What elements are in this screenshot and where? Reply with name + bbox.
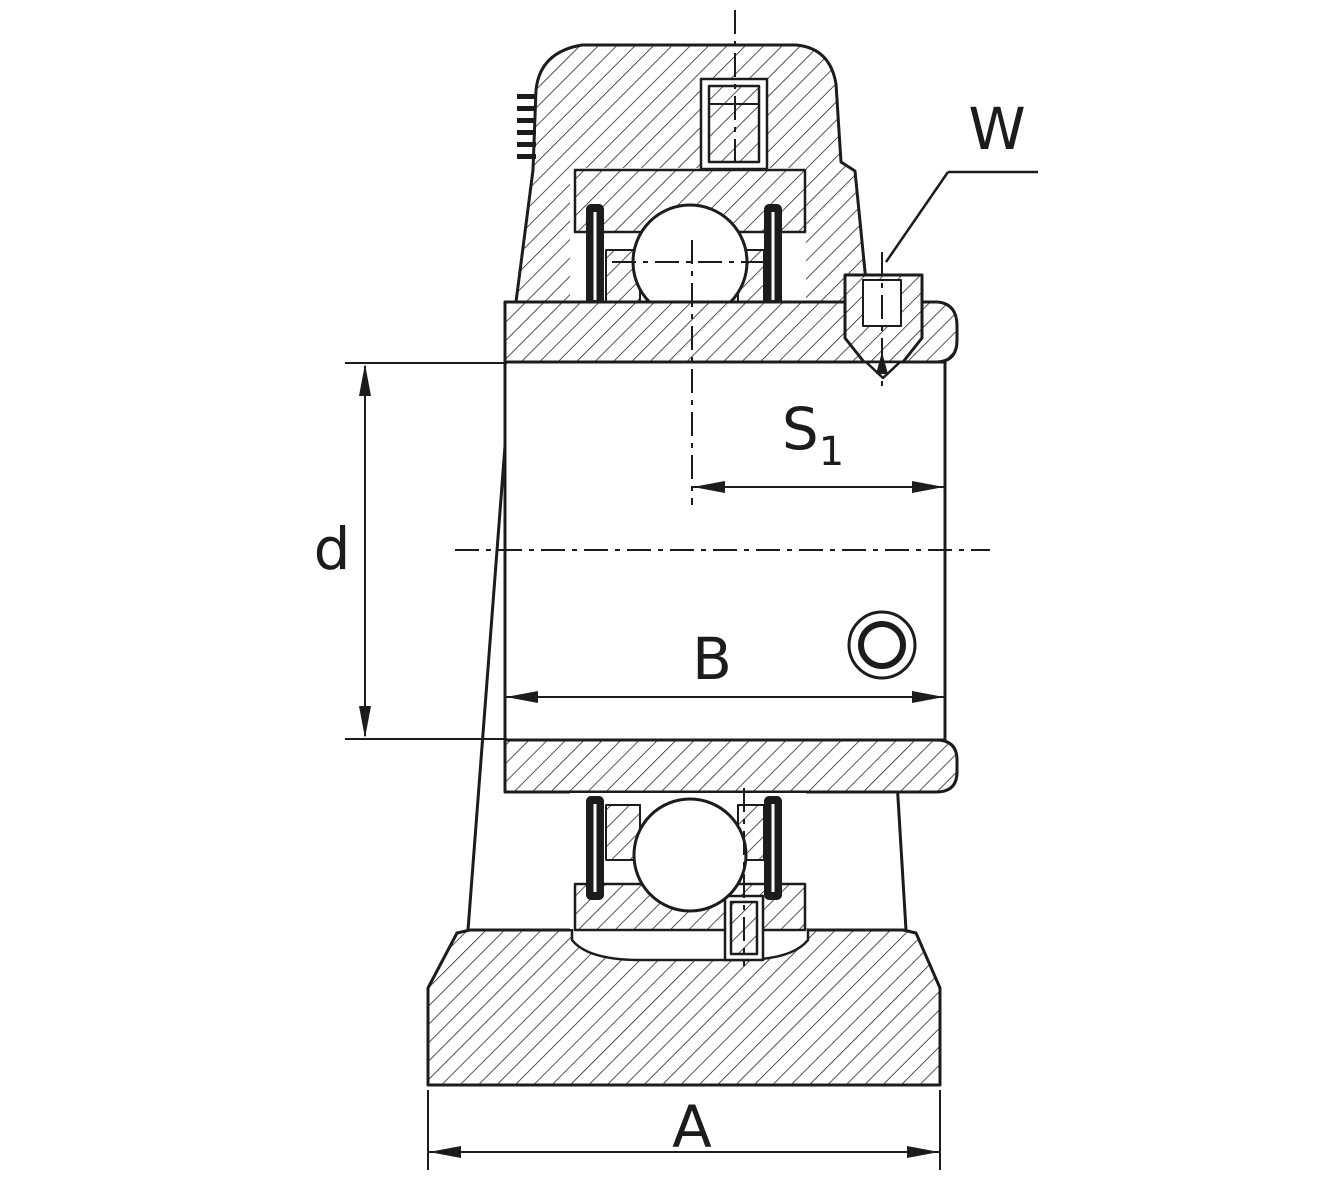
bottom-flange-band [503, 738, 959, 794]
dim-b-arrow-left [506, 691, 538, 703]
dim-a-arrow-left [429, 1146, 461, 1158]
dimension-b [506, 691, 944, 703]
dimension-a [427, 1090, 941, 1170]
bearing-seat-cavity-edge [570, 929, 810, 962]
dim-d-arrow-up [359, 364, 371, 396]
bottom-ball [632, 797, 748, 913]
dimension-s1 [693, 481, 944, 493]
dim-s1-arrow-right [912, 481, 944, 493]
grub-screw-section [843, 273, 924, 380]
w-leader-diagonal [884, 171, 950, 263]
bottom-bearing-section [570, 793, 807, 962]
dim-label-s1-subscript: 1 [818, 429, 845, 475]
label-w-leader [876, 170, 1038, 374]
dim-label-w: W [968, 95, 1026, 163]
grease-fitting-knurl [517, 94, 536, 159]
dim-s1-arrow-left [693, 481, 725, 493]
housing-base-section [426, 928, 942, 1087]
centerlines [455, 10, 990, 966]
dim-label-b: B [692, 625, 732, 693]
dim-d-arrow-down [359, 706, 371, 738]
dim-label-d: d [313, 515, 351, 583]
grub-screw-axis-arrow [876, 352, 888, 374]
dimension-d [345, 362, 507, 740]
dim-label-a: A [672, 1093, 712, 1161]
dim-b-arrow-right [912, 691, 944, 703]
base-outline [426, 928, 942, 1087]
dim-label-s1-base: S [781, 395, 819, 463]
dim-label-s1: S1 [758, 395, 868, 475]
lubrication-hole-inner [858, 621, 906, 669]
bearing-seat-cavity-fill [572, 929, 808, 960]
dim-a-arrow-right [907, 1146, 939, 1158]
